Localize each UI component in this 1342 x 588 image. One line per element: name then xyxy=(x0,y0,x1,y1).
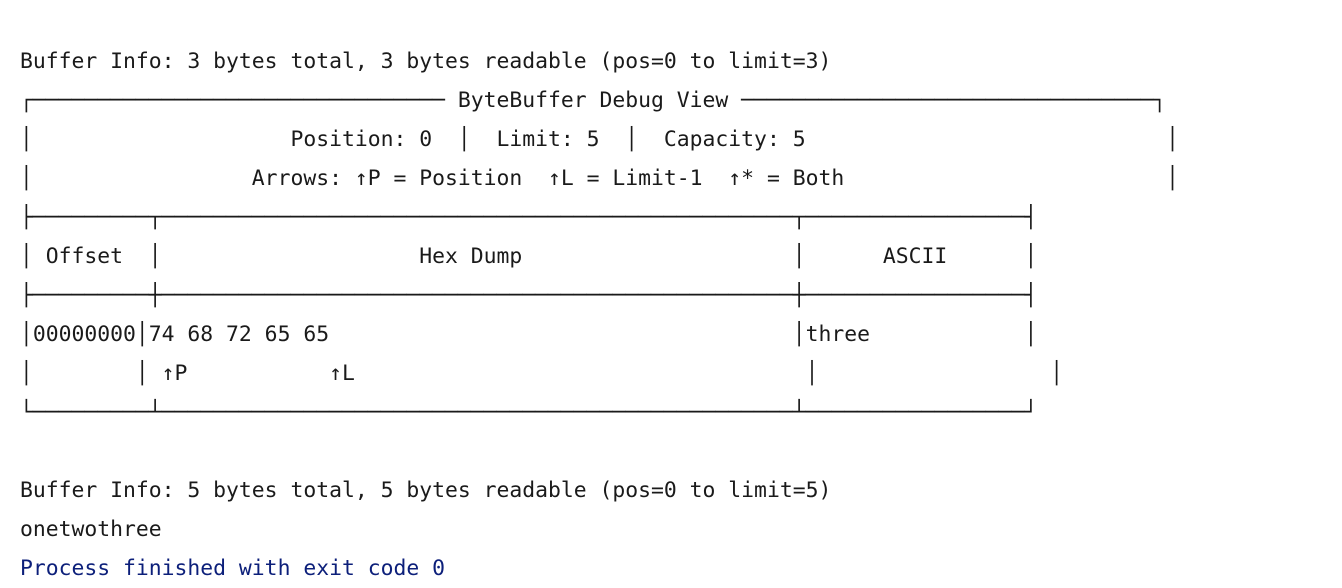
table-bottom-border: └─────────┴─────────────────────────────… xyxy=(20,400,1038,425)
table-position-row: │ Position: 0 │ Limit: 5 │ Capacity: 5 │ xyxy=(20,127,1180,152)
exit-message: Process finished with exit code 0 xyxy=(20,556,445,581)
program-output: onetwothree xyxy=(20,517,162,542)
table-arrows-row: │ Arrows: ↑P = Position ↑L = Limit-1 ↑* … xyxy=(20,166,1180,191)
table-top-border: ┌──────────────────────────────── ByteBu… xyxy=(20,88,1167,113)
buffer-info-line-2: Buffer Info: 5 bytes total, 5 bytes read… xyxy=(20,478,832,503)
table-data-row: │00000000│74 68 72 65 65 │three │ xyxy=(20,322,1038,347)
table-header-row: │ Offset │ Hex Dump │ ASCII │ xyxy=(20,244,1038,269)
table-marker-row: │ │ ↑P ↑L │ │ xyxy=(20,361,1064,386)
console-output: Buffer Info: 3 bytes total, 3 bytes read… xyxy=(20,42,1320,588)
table-header-top-border: ├─────────┬─────────────────────────────… xyxy=(20,205,1038,230)
table-header-bottom-border: ├─────────┼─────────────────────────────… xyxy=(20,283,1038,308)
buffer-info-line: Buffer Info: 3 bytes total, 3 bytes read… xyxy=(20,49,832,74)
blank-line xyxy=(20,432,1320,471)
